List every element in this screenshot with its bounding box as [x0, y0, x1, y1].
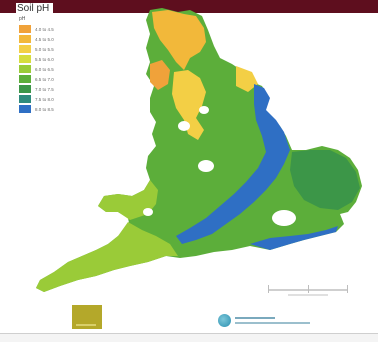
legend-item: 5.0 to 5.5	[19, 44, 89, 54]
legend-label: 5.0 to 5.5	[35, 46, 54, 52]
bristol-urban-area	[143, 208, 153, 216]
leeds-urban-area	[199, 106, 209, 114]
legend-swatch	[19, 35, 31, 43]
window-top-bar	[0, 0, 378, 13]
scale-bar-tick	[347, 285, 348, 293]
natural-england-logo	[72, 305, 102, 329]
research-logo	[218, 314, 313, 328]
legend-swatch	[19, 45, 31, 53]
legend-label: 8.0 to 8.5	[35, 106, 54, 112]
legend-item: 4.0 to 4.5	[19, 24, 89, 34]
legend-swatch	[19, 25, 31, 33]
logo-text-mark	[235, 322, 310, 324]
map-legend: 4.0 to 4.5 4.5 to 5.0 5.0 to 5.5 5.5 to 6.0…	[19, 24, 89, 114]
legend-label: 6.0 to 6.5	[35, 66, 54, 72]
pennines-region	[172, 70, 206, 140]
legend-item: 4.5 to 5.0	[19, 34, 89, 44]
logo-text-mark	[235, 317, 275, 319]
legend-unit: pH	[19, 16, 26, 22]
east-region	[290, 150, 360, 210]
scale-bar-tick	[268, 285, 269, 293]
legend-swatch	[19, 55, 31, 63]
legend-swatch	[19, 105, 31, 113]
scale-bar-label	[288, 294, 328, 296]
legend-item: 6.0 to 6.5	[19, 64, 89, 74]
legend-swatch	[19, 95, 31, 103]
chalk-band-region	[176, 84, 290, 244]
legend-label: 7.0 to 7.5	[35, 86, 54, 92]
london-urban-area	[272, 210, 296, 226]
legend-item: 7.0 to 7.5	[19, 84, 89, 94]
legend-item: 6.5 to 7.0	[19, 74, 89, 84]
legend-item: 8.0 to 8.5	[19, 104, 89, 114]
scale-bar-tick	[308, 285, 309, 293]
scale-bar	[268, 283, 348, 303]
legend-item: 7.5 to 8.0	[19, 94, 89, 104]
legend-label: 7.5 to 8.0	[35, 96, 54, 102]
legend-label: 5.5 to 6.0	[35, 56, 54, 62]
legend-swatch	[19, 65, 31, 73]
legend-swatch	[19, 75, 31, 83]
logo-globe-icon	[218, 314, 231, 327]
legend-label: 4.0 to 4.5	[35, 26, 54, 32]
legend-item: 5.5 to 6.0	[19, 54, 89, 64]
window-bottom-edge	[0, 333, 378, 342]
lakes-region	[150, 60, 170, 90]
manchester-urban-area	[178, 121, 190, 131]
legend-label: 4.5 to 5.0	[35, 36, 54, 42]
logo-text-mark	[76, 324, 96, 326]
south-west-region	[36, 222, 178, 292]
wales-border-region	[98, 180, 158, 220]
south-coast-region	[250, 226, 338, 250]
moors-region	[236, 66, 258, 92]
legend-label: 6.5 to 7.0	[35, 76, 54, 82]
map-title: Soil pH	[16, 3, 54, 14]
north-upland-region	[152, 10, 206, 70]
midlands-urban-area	[198, 160, 214, 172]
legend-swatch	[19, 85, 31, 93]
